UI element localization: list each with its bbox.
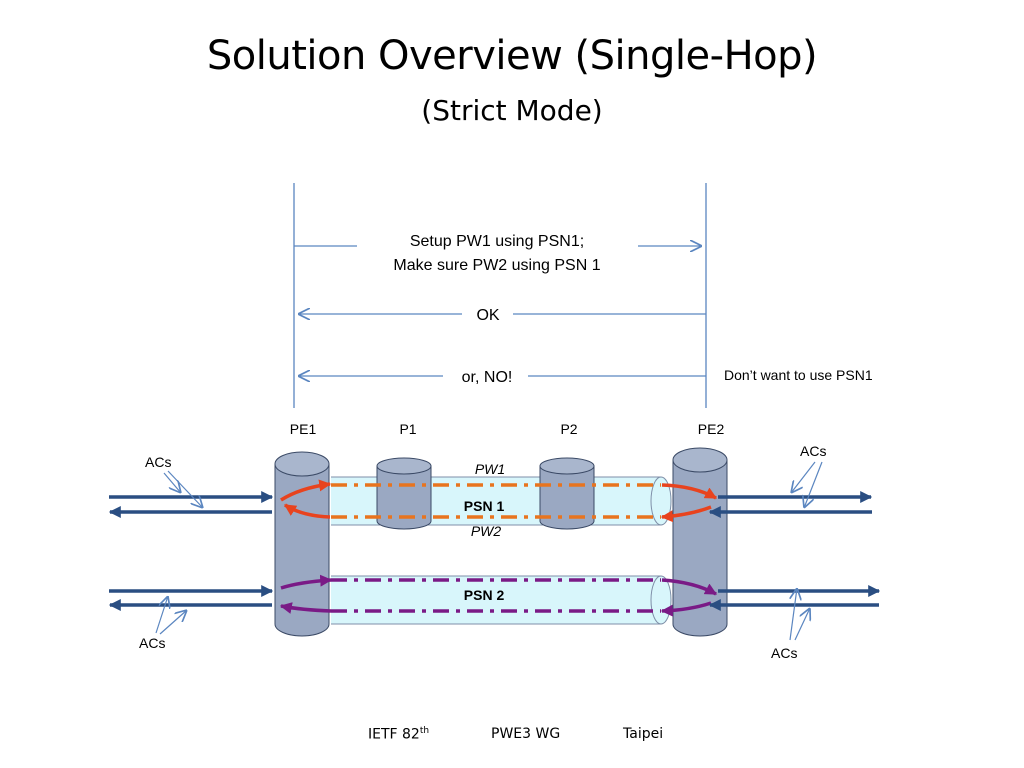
pe2-pw2-connector xyxy=(660,505,712,523)
slide-title: Solution Overview (Single-Hop) xyxy=(206,33,818,79)
psn2-label: PSN 2 xyxy=(464,587,505,603)
p2-router xyxy=(539,457,595,530)
footer-group: PWE3 WG xyxy=(491,726,561,742)
pe1-label: PE1 xyxy=(290,421,317,437)
acs-pointer-bottom-right-1 xyxy=(789,588,797,641)
acs-pointer-top-right-2 xyxy=(804,461,823,508)
pe1-psn2-out-connector xyxy=(280,574,333,590)
acs-label-bottom-left: ACs xyxy=(139,635,165,651)
pe2-psn2-in-connector xyxy=(661,578,718,596)
footer-event-name: IETF 82 xyxy=(368,726,420,743)
footer-event-sup: th xyxy=(419,726,430,736)
psn2-tunnel xyxy=(331,575,672,625)
p1-label: P1 xyxy=(399,421,416,437)
pe1-psn2-in-connector xyxy=(279,602,332,614)
acs-label-top-left: ACs xyxy=(145,454,171,470)
no-message: or, NO! xyxy=(462,369,513,386)
footer-location: Taipei xyxy=(623,726,664,742)
acs-pointer-top-left-1 xyxy=(163,472,181,493)
pw1-label: PW1 xyxy=(475,461,505,477)
acs-label-top-right: ACs xyxy=(800,443,826,459)
acs-pointer-bottom-left-1 xyxy=(155,596,168,634)
pe1-pw2-connector xyxy=(283,503,331,519)
acs-label-bottom-right: ACs xyxy=(771,645,797,661)
setup-message-line2: Make sure PW2 using PSN 1 xyxy=(393,257,600,274)
pe2-psn2-out-connector xyxy=(660,601,712,617)
footer-event: IETF 82th xyxy=(368,726,429,743)
setup-message-line1: Setup PW1 using PSN1; xyxy=(410,233,584,250)
slide-subtitle: (Strict Mode) xyxy=(421,94,603,127)
pe2-label: PE2 xyxy=(698,421,725,437)
pw2-label: PW2 xyxy=(471,523,502,539)
ok-message: OK xyxy=(476,307,499,324)
p2-label: P2 xyxy=(560,421,577,437)
acs-pointer-bottom-right-2 xyxy=(794,608,810,641)
psn1-label: PSN 1 xyxy=(464,498,505,514)
acs-pointer-top-right-1 xyxy=(791,461,816,493)
acs-pointer-bottom-left-2 xyxy=(159,610,187,635)
pe2-pw1-connector xyxy=(661,483,718,500)
acs-pointer-top-left-2 xyxy=(167,470,203,508)
psn1-rejection-note: Don’t want to use PSN1 xyxy=(724,367,873,383)
p1-router xyxy=(376,457,432,530)
pe1-pw1-connector xyxy=(280,479,332,502)
